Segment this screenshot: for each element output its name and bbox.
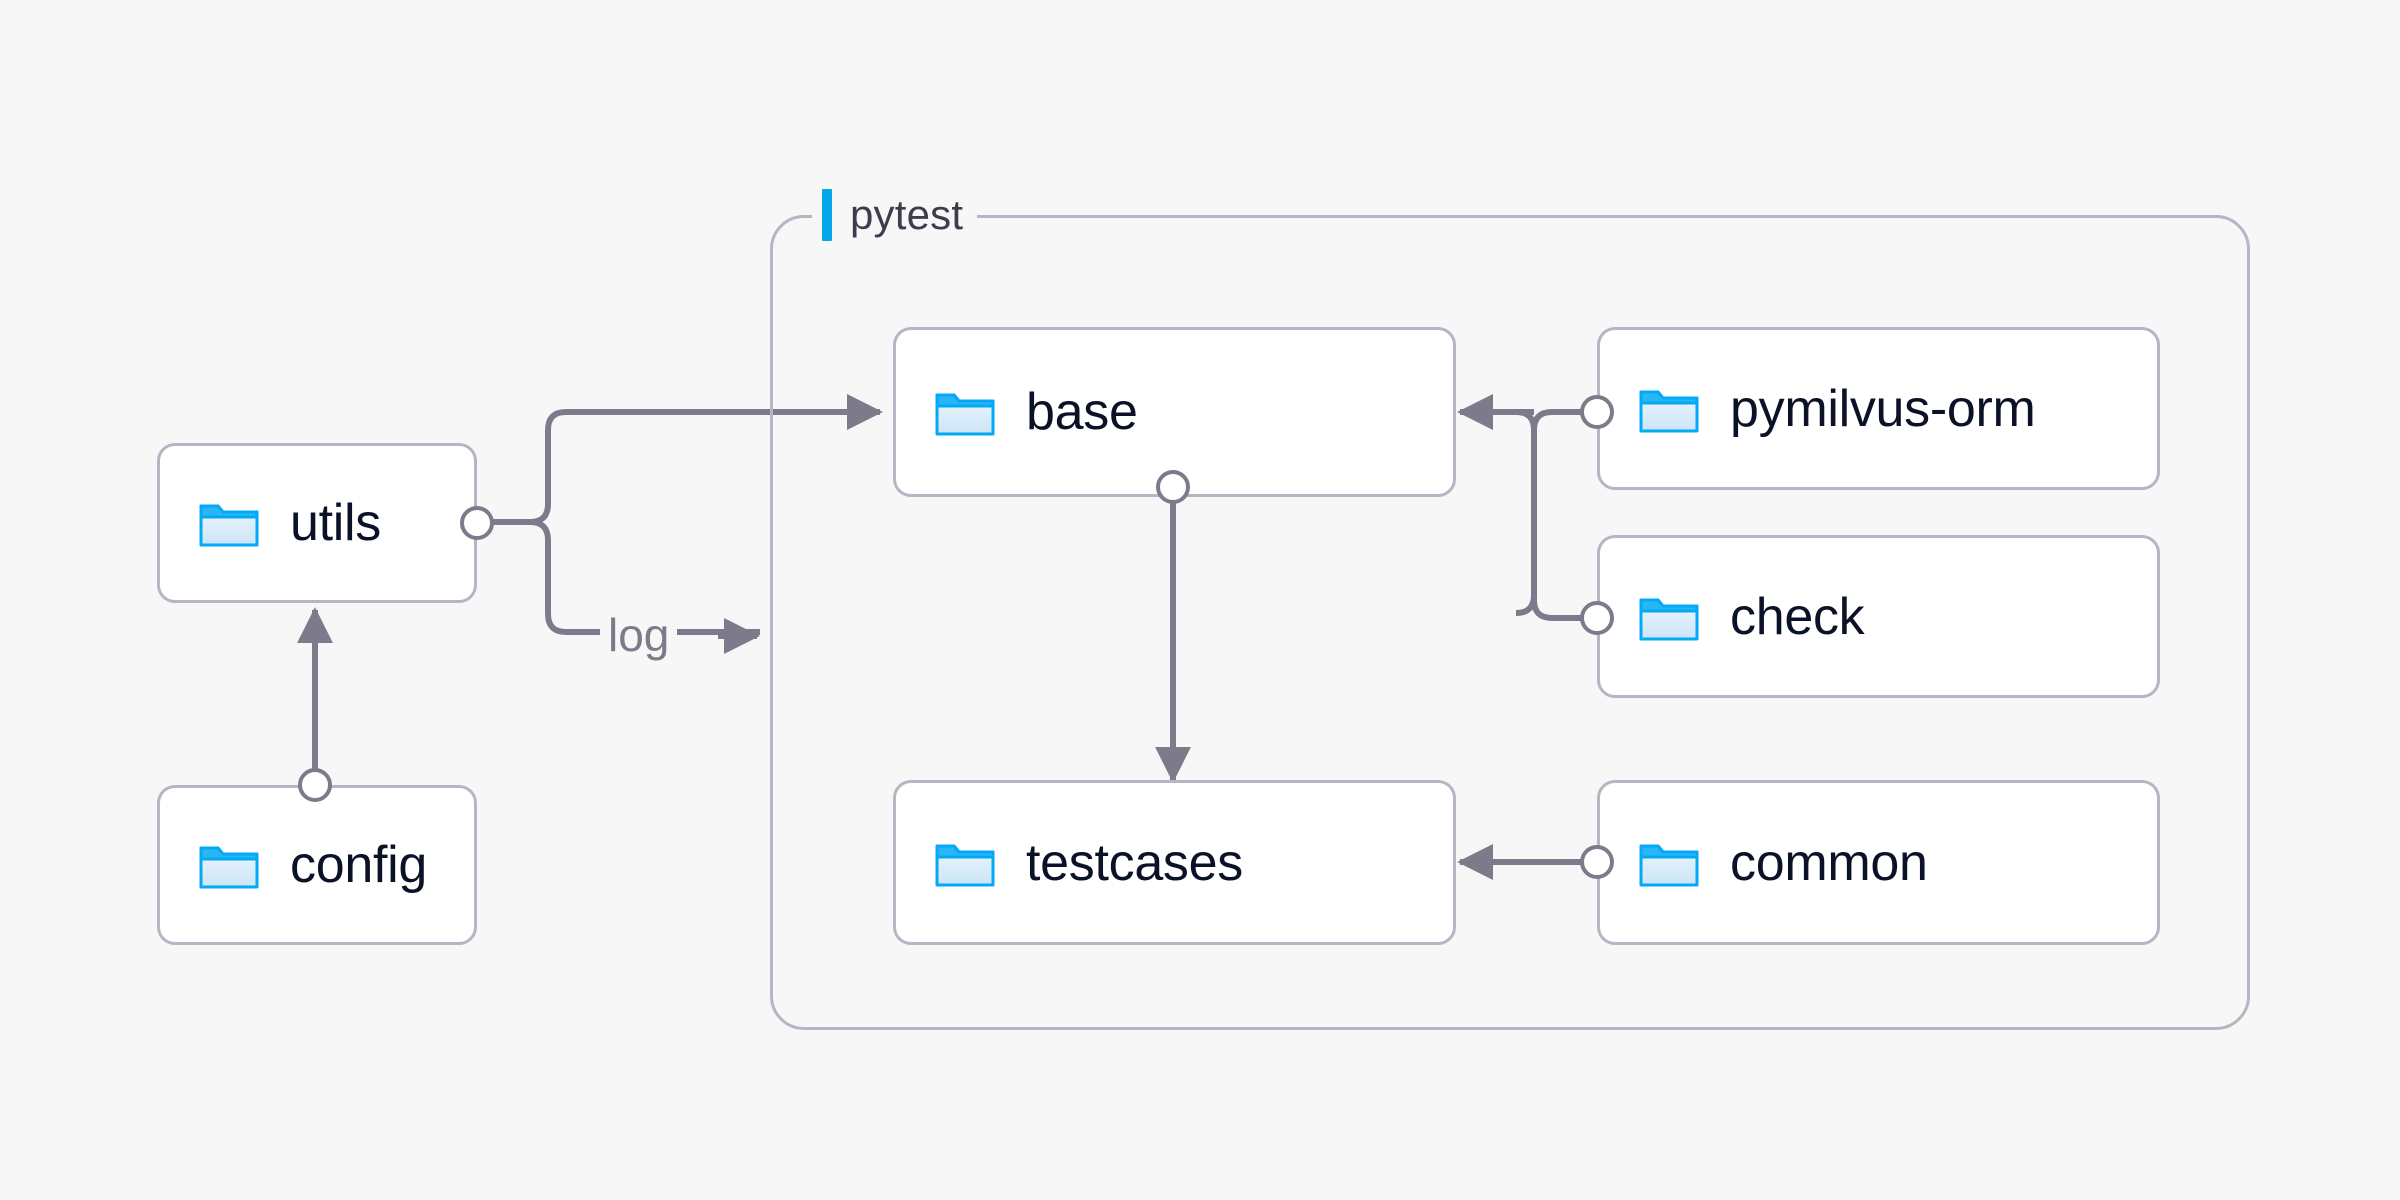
pytest-group[interactable] [770, 215, 2250, 1030]
folder-icon [1639, 844, 1699, 886]
folder-icon [1639, 390, 1699, 432]
folder-icon [935, 844, 995, 886]
port-config-top[interactable] [298, 768, 332, 802]
pytest-group-title: pytest [850, 191, 964, 238]
node-utils-label: utils [290, 494, 381, 552]
folder-icon [935, 393, 995, 436]
node-utils[interactable]: utils [157, 443, 477, 603]
folder-icon [199, 846, 259, 889]
node-check-label: check [1730, 587, 1865, 646]
port-utils-right[interactable] [460, 506, 494, 540]
edge-label-log: log [600, 612, 678, 658]
node-pymilvus-orm[interactable]: pymilvus-orm [1597, 327, 2160, 490]
pytest-group-label: pytest [812, 186, 978, 244]
port-common-left[interactable] [1580, 845, 1614, 879]
node-check[interactable]: check [1597, 535, 2160, 698]
port-base-bottom[interactable] [1156, 470, 1190, 504]
node-config-label: config [290, 836, 427, 894]
port-check-left[interactable] [1580, 601, 1614, 635]
port-pymilvus-orm-left[interactable] [1580, 395, 1614, 429]
node-pymilvus-orm-label: pymilvus-orm [1730, 379, 2036, 438]
node-base-label: base [1026, 383, 1138, 441]
node-testcases-label: testcases [1026, 833, 1243, 892]
folder-icon [199, 504, 259, 547]
accent-bar [822, 189, 832, 241]
node-testcases[interactable]: testcases [893, 780, 1456, 945]
folder-icon [1639, 598, 1699, 640]
node-config[interactable]: config [157, 785, 477, 945]
node-common-label: common [1730, 833, 1928, 892]
node-common[interactable]: common [1597, 780, 2160, 945]
node-base[interactable]: base [893, 327, 1456, 497]
